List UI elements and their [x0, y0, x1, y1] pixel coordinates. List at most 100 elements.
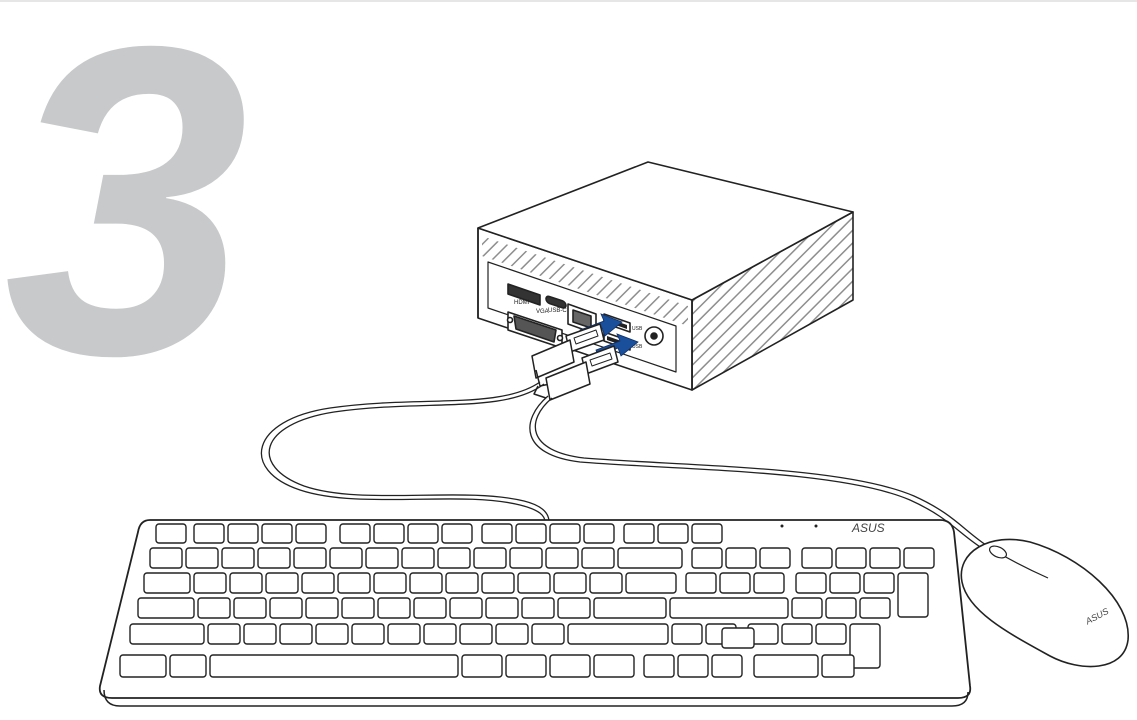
- keyboard-key: [495, 623, 529, 645]
- hdmi-label: HDMI: [514, 300, 530, 306]
- keyboard-key: [825, 597, 857, 619]
- keyboard-key: [315, 623, 349, 645]
- keyboard-key: [549, 523, 581, 544]
- keyboard-key: [657, 523, 689, 544]
- keyboard-key: [423, 623, 457, 645]
- indicator-light: [780, 524, 784, 528]
- keyboard-key: [485, 597, 519, 619]
- keyboard-key: [677, 654, 709, 678]
- keyboard-key: [207, 623, 241, 645]
- keyboard-key: [517, 572, 551, 594]
- keyboard-key: [593, 654, 635, 678]
- keyboard-key: [581, 547, 615, 569]
- keyboard-key: [671, 623, 703, 645]
- keyboard-key: [583, 523, 615, 544]
- keyboard-key: [685, 572, 717, 594]
- keyboard-key: [473, 547, 507, 569]
- usb-receivers: [531, 323, 619, 401]
- keyboard-key: [373, 572, 407, 594]
- cables: [260, 381, 990, 551]
- keyboard-key: [265, 572, 299, 594]
- keyboard-key: [589, 572, 623, 594]
- keyboard-key: [557, 597, 591, 619]
- keyboard-key: [351, 623, 385, 645]
- keyboard-key: [337, 572, 371, 594]
- keyboard-key: [815, 623, 847, 645]
- keyboard-key: [169, 654, 207, 678]
- keyboard-key: [835, 547, 867, 569]
- keyboard-key: [903, 547, 935, 569]
- keyboard-key: [243, 623, 277, 645]
- keyboard-key: [459, 623, 493, 645]
- keyboard-key: [509, 547, 543, 569]
- keyboard-key: [329, 547, 363, 569]
- keyboard-key: [515, 523, 547, 544]
- mini-pc: HDMI USB-C VGA US: [477, 161, 854, 391]
- keyboard-key: [185, 547, 219, 569]
- keyboard-key: [545, 547, 579, 569]
- keyboard-key: [625, 572, 677, 594]
- usb-body-upper: [531, 339, 575, 379]
- keyboard-key: [721, 627, 755, 649]
- keyboard-key: [129, 623, 205, 645]
- mouse-scroll-wheel: [988, 545, 1008, 559]
- keyboard-key: [753, 572, 785, 594]
- keyboard-key: [365, 547, 399, 569]
- keyboard-key: [301, 572, 335, 594]
- keyboard-key: [209, 654, 459, 678]
- keyboard-key: [719, 572, 751, 594]
- keyboard-key: [725, 547, 757, 569]
- keyboard-key: [339, 523, 371, 544]
- keyboard-key: [505, 654, 547, 678]
- keyboard-key: [387, 623, 421, 645]
- keyboard-key: [691, 523, 723, 544]
- keyboard-key: [221, 547, 255, 569]
- indicator-light: [814, 524, 818, 528]
- keyboard-key: [593, 597, 667, 619]
- keyboard-key: [481, 572, 515, 594]
- keyboard-key: [373, 523, 405, 544]
- usb-bottom-label: USB: [632, 344, 643, 350]
- keyboard-key: [549, 654, 591, 678]
- keyboard-key: [869, 547, 901, 569]
- keyboard-key: [193, 572, 227, 594]
- mouse-cable: [529, 395, 986, 551]
- keyboard-key: [261, 523, 293, 544]
- keyboard: ASUS: [98, 519, 972, 707]
- keyboard-key: [753, 654, 819, 678]
- keyboard-key: [143, 572, 191, 594]
- keyboard-key: [461, 654, 503, 678]
- keyboard-key: [409, 572, 443, 594]
- keyboard-cable: [260, 381, 546, 523]
- keyboard-key: [863, 572, 895, 594]
- top-divider: [0, 0, 1137, 2]
- keyboard-key: [829, 572, 861, 594]
- usb-body-lower: [545, 361, 591, 401]
- usb-top-label: USB: [632, 326, 643, 332]
- keyboard-key: [149, 547, 183, 569]
- usb-c-port: [545, 295, 567, 309]
- keyboard-key: [821, 654, 855, 678]
- mouse: ASUS: [960, 538, 1129, 668]
- mouse-body: [960, 538, 1129, 668]
- keyboard-key: [711, 654, 743, 678]
- mini-pc-top-face: [477, 161, 854, 301]
- keyboard-key: [531, 623, 565, 645]
- step-number: 3: [4, 0, 249, 447]
- keyboard-key: [407, 523, 439, 544]
- keyboard-key: [897, 572, 929, 618]
- keyboard-key: [445, 572, 479, 594]
- keyboard-key: [481, 523, 513, 544]
- keyboard-key: [233, 597, 267, 619]
- dc-in-jack: [644, 326, 664, 346]
- keyboard-key: [859, 597, 891, 619]
- keyboard-key: [553, 572, 587, 594]
- keyboard-key: [119, 654, 167, 678]
- keyboard-key: [229, 572, 263, 594]
- keyboard-key: [227, 523, 259, 544]
- keyboard-key: [521, 597, 555, 619]
- keyboard-key: [197, 597, 231, 619]
- vga-label: VGA: [536, 309, 549, 315]
